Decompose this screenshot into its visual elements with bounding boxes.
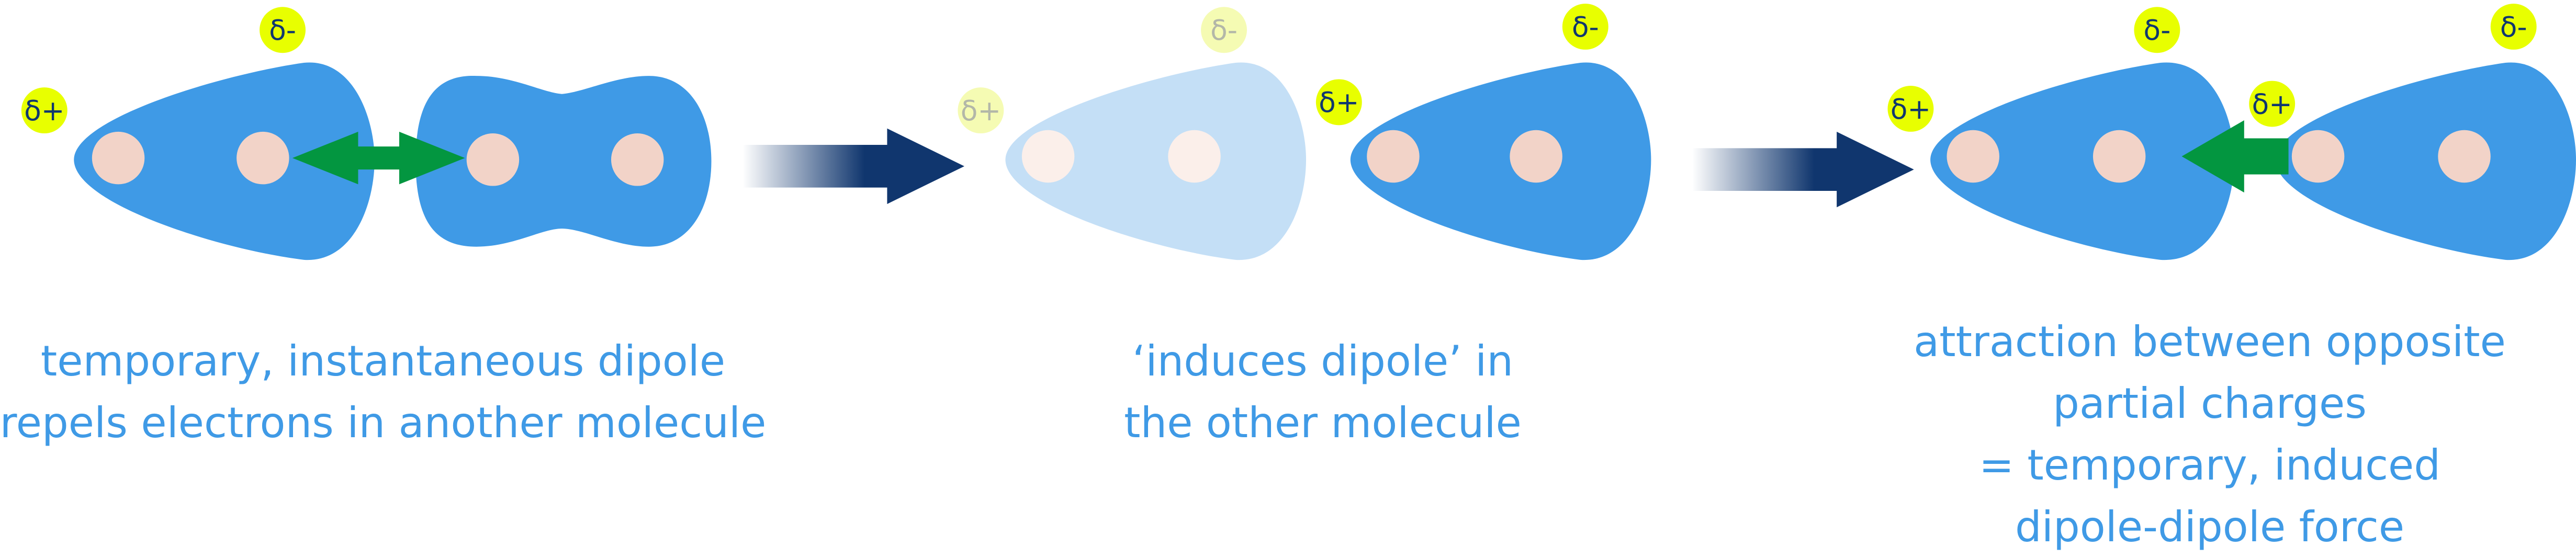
charge-delta-minus-faded: δ- [1201, 7, 1247, 53]
caption-line: ‘induces dipole’ in [1132, 337, 1514, 385]
caption-line: dipole-dipole force [2015, 503, 2405, 551]
charge-label: δ+ [24, 94, 64, 127]
charge-label: δ+ [1891, 93, 1931, 126]
caption-step-1: temporary, instantaneous dipole repels e… [0, 331, 766, 454]
charge-label: δ- [2500, 10, 2527, 43]
molecule-6 [2275, 62, 2576, 260]
caption-line: attraction between opposite [1914, 317, 2506, 366]
caption-line: repels electrons in another molecule [0, 398, 767, 447]
step-arrow-2 [1692, 131, 1914, 208]
charge-delta-plus-faded: δ+ [958, 87, 1004, 134]
caption-line: partial charges [2053, 379, 2367, 428]
charge-delta-plus-1: δ+ [21, 87, 68, 134]
charge-label: δ+ [2252, 87, 2292, 120]
repulsion-double-arrow [292, 131, 465, 185]
caption-line: the other molecule [1124, 398, 1522, 447]
molecule-5 [1930, 62, 2234, 260]
charge-label: δ+ [1319, 86, 1359, 119]
charge-delta-minus-1: δ- [260, 7, 306, 53]
caption-line: temporary, instantaneous dipole [40, 337, 726, 385]
charge-label: δ- [2143, 14, 2170, 47]
molecule-4-induced-dipole [1350, 62, 1651, 260]
caption-line: = temporary, induced [1978, 441, 2441, 489]
molecule-2-repelled [415, 76, 712, 247]
charge-delta-plus-3: δ+ [1887, 86, 1934, 132]
charge-delta-minus-3: δ- [2134, 7, 2180, 53]
charge-delta-minus-2: δ- [1562, 4, 1608, 50]
charge-label: δ- [1210, 14, 1238, 47]
charge-label: δ+ [961, 94, 1001, 127]
charge-delta-plus-2: δ+ [1315, 79, 1362, 126]
molecule-3-faded [1005, 62, 1307, 260]
caption-step-3: attraction between opposite partial char… [1914, 311, 2506, 558]
molecule-1-instantaneous-dipole [74, 62, 375, 260]
charge-label: δ- [1572, 10, 1599, 43]
step-arrow-1 [743, 128, 964, 204]
caption-step-2: ‘induces dipole’ in the other molecule [1124, 331, 1522, 454]
charge-delta-plus-4: δ+ [2249, 81, 2296, 127]
charge-label: δ- [269, 14, 296, 47]
charge-delta-minus-4: δ- [2490, 4, 2537, 50]
